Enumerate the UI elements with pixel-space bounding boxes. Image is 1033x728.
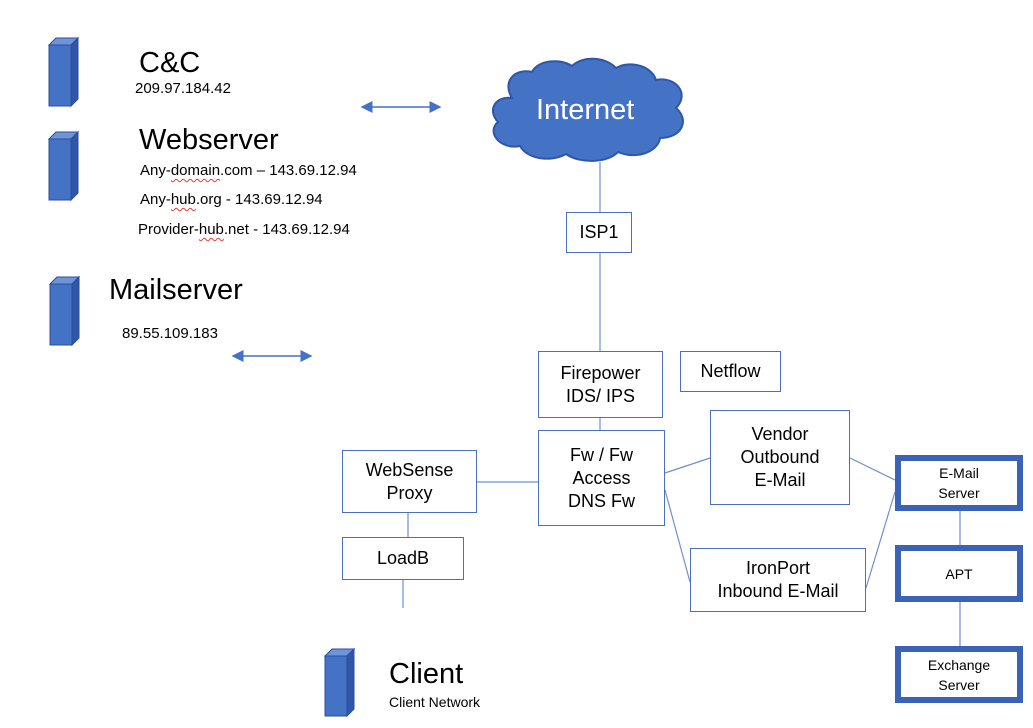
line-fw-ironport bbox=[664, 489, 691, 583]
webserver-title: Webserver bbox=[139, 124, 279, 156]
isp1-label: ISP1 bbox=[579, 222, 619, 242]
netflow-node: Netflow bbox=[680, 351, 781, 392]
line-ironport-email bbox=[865, 491, 896, 589]
internet-label: Internet bbox=[536, 94, 635, 126]
domain-2-rest: .org - 143.69.12.94 bbox=[195, 191, 323, 208]
websense-label: WebSense Proxy bbox=[365, 459, 454, 503]
exchange-label: Exchange Server bbox=[927, 656, 991, 693]
exchange-node: Exchange Server bbox=[895, 646, 1023, 703]
cc-server-icon bbox=[47, 36, 80, 108]
client-title: Client bbox=[389, 658, 464, 690]
firepower-label: Firepower IDS/ IPS bbox=[560, 362, 641, 406]
domain-1-rest: .com – 143.69.12.94 bbox=[220, 162, 357, 179]
line-vendor-email bbox=[849, 457, 896, 481]
domain-3-rest: .net - 143.69.12.94 bbox=[223, 221, 350, 238]
cc-ip: 209.97.184.42 bbox=[135, 80, 231, 97]
domain-3-name: hub bbox=[198, 221, 224, 238]
firepower-node: Firepower IDS/ IPS bbox=[538, 351, 663, 418]
email-server-node: E-Mail Server bbox=[895, 455, 1023, 511]
netflow-label: Netflow bbox=[700, 361, 761, 381]
domain-3-prefix: Provider- bbox=[138, 221, 199, 238]
client-subtitle: Client Network bbox=[389, 694, 481, 710]
mailserver-server-icon bbox=[48, 275, 81, 347]
mailserver-title: Mailserver bbox=[109, 274, 243, 306]
mailserver-ip: 89.55.109.183 bbox=[122, 325, 218, 342]
ironport-label: IronPort Inbound E-Mail bbox=[717, 558, 839, 601]
ironport-node: IronPort Inbound E-Mail bbox=[690, 548, 866, 612]
websense-node: WebSense Proxy bbox=[342, 450, 477, 513]
cc-title: C&C bbox=[139, 47, 201, 79]
fw-label: Fw / Fw Access DNS Fw bbox=[568, 444, 635, 511]
client-server-icon bbox=[323, 647, 356, 718]
webserver-domain-2: Any-hub.org - 143.69.12.94 bbox=[140, 191, 323, 208]
isp1-node: ISP1 bbox=[566, 212, 632, 253]
line-fw-vendor bbox=[664, 457, 711, 474]
fw-node: Fw / Fw Access DNS Fw bbox=[538, 430, 665, 526]
internet-cloud-icon bbox=[492, 57, 684, 162]
webserver-domain-1: Any-domain.com – 143.69.12.94 bbox=[140, 162, 357, 179]
email-server-label: E-Mail Server bbox=[938, 465, 980, 501]
domain-1-prefix: Any- bbox=[140, 162, 171, 179]
vendor-node: Vendor Outbound E-Mail bbox=[710, 410, 850, 505]
webserver-domain-3: Provider-hub.net - 143.69.12.94 bbox=[138, 221, 350, 238]
domain-1-name: domain bbox=[170, 162, 221, 179]
apt-node: APT bbox=[895, 545, 1023, 602]
loadb-node: LoadB bbox=[342, 537, 464, 580]
webserver-server-icon bbox=[47, 130, 80, 202]
apt-label: APT bbox=[945, 565, 973, 582]
vendor-label: Vendor Outbound E-Mail bbox=[740, 424, 820, 490]
domain-2-prefix: Any- bbox=[140, 191, 171, 208]
domain-2-name: hub bbox=[170, 191, 196, 208]
loadb-label: LoadB bbox=[376, 548, 430, 568]
